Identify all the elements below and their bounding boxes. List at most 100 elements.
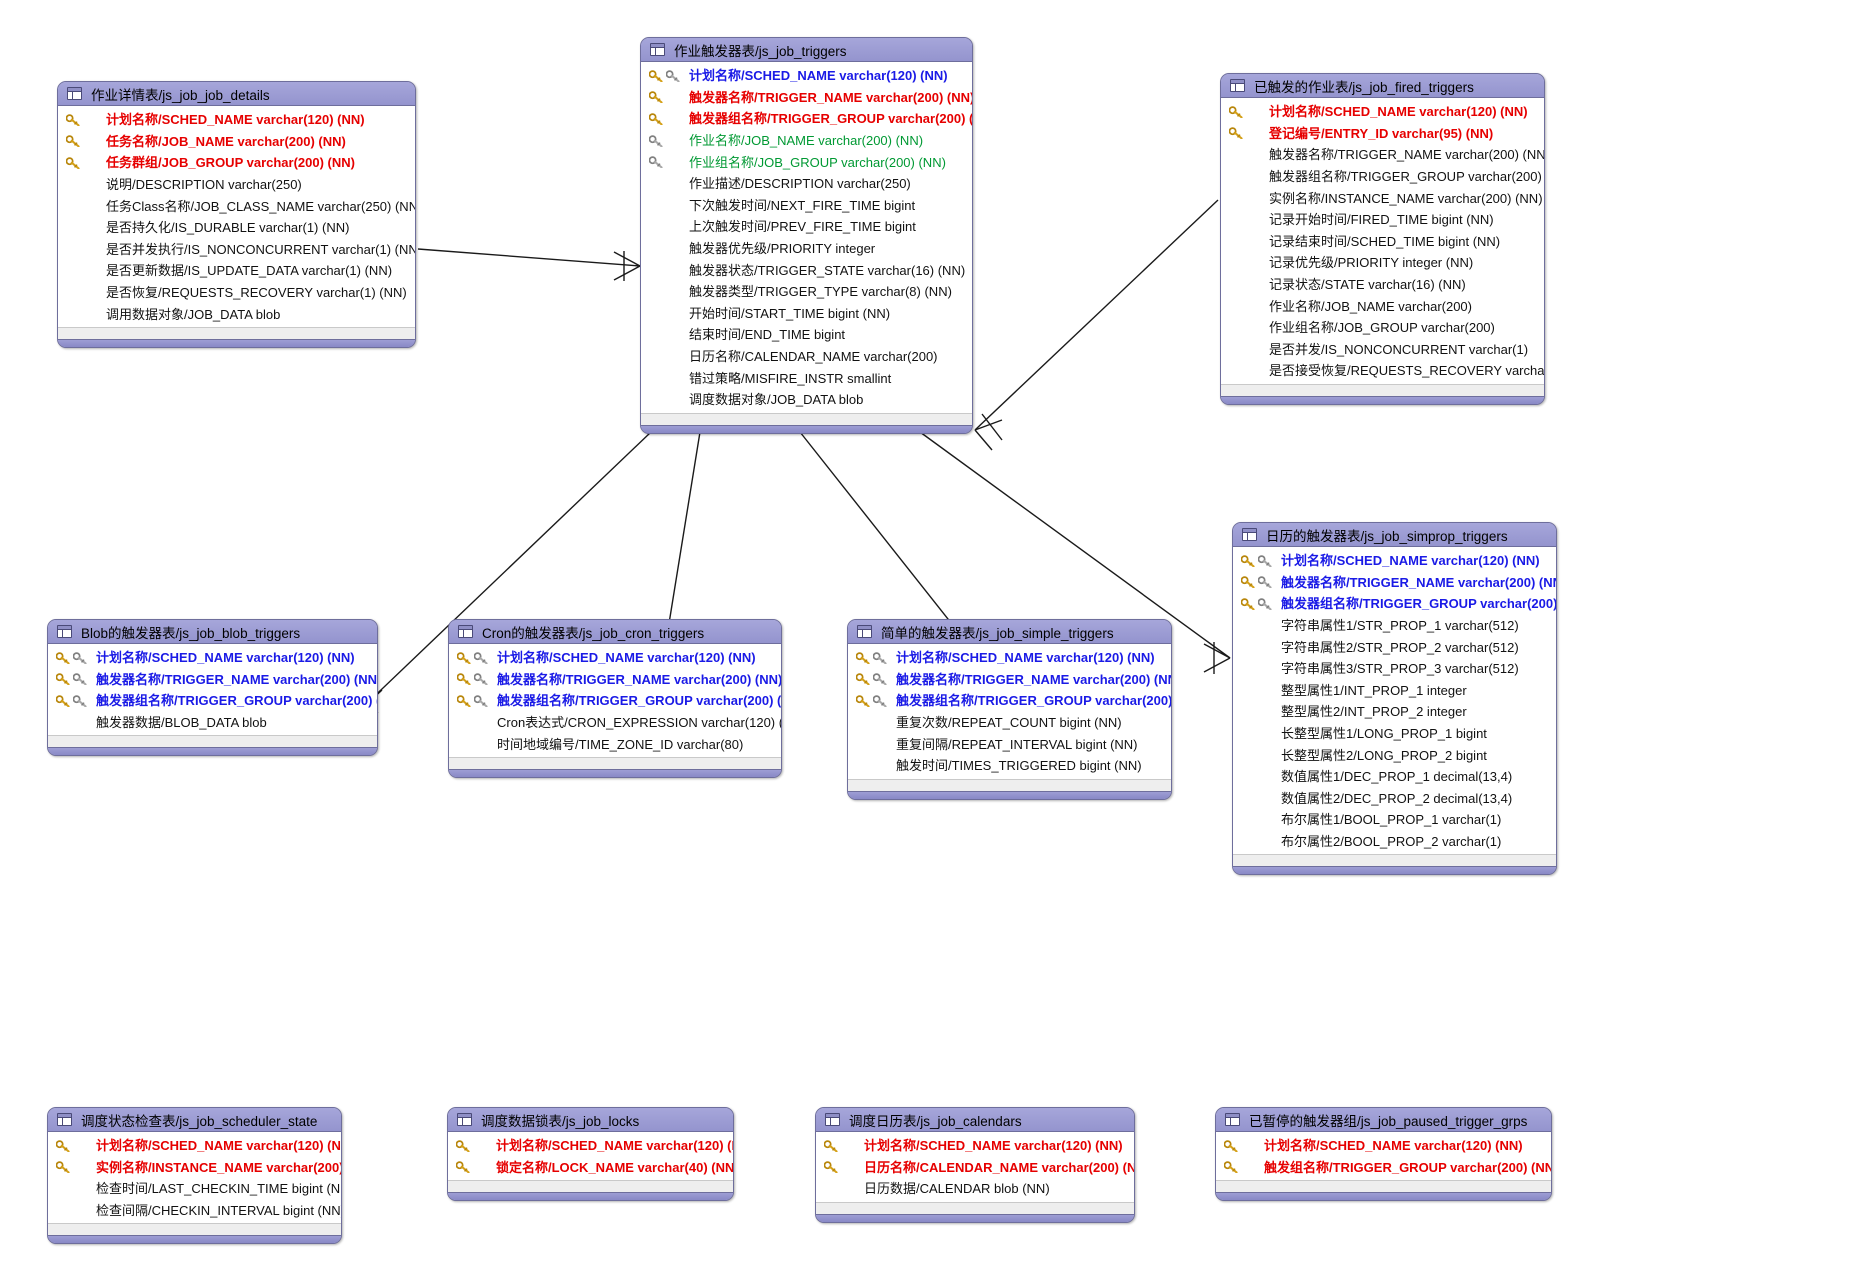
attribute-row[interactable]: 触发器组名称/TRIGGER_GROUP varchar(200) (NN) [1221, 166, 1544, 188]
attribute-row[interactable]: Cron表达式/CRON_EXPRESSION varchar(120) (NN… [449, 712, 781, 734]
attribute-row[interactable]: 记录优先级/PRIORITY integer (NN) [1221, 252, 1544, 274]
attribute-row[interactable]: 记录结束时间/SCHED_TIME bigint (NN) [1221, 231, 1544, 253]
attribute-row[interactable]: 检查间隔/CHECKIN_INTERVAL bigint (NN) [48, 1200, 341, 1222]
attribute-row[interactable]: 上次触发时间/PREV_FIRE_TIME bigint [641, 216, 972, 238]
entity-js_job_cron_triggers[interactable]: Cron的触发器表/js_job_cron_triggers 计划名称/SCHED… [448, 619, 782, 778]
attribute-row[interactable]: 计划名称/SCHED_NAME varchar(120) (NN) [1233, 550, 1556, 572]
attribute-row[interactable]: 下次触发时间/NEXT_FIRE_TIME bigint [641, 195, 972, 217]
attribute-row[interactable]: 字符串属性3/STR_PROP_3 varchar(512) [1233, 658, 1556, 680]
attribute-row[interactable]: 布尔属性2/BOOL_PROP_2 varchar(1) [1233, 831, 1556, 853]
attribute-row[interactable]: 是否恢复/REQUESTS_RECOVERY varchar(1) (NN) [58, 282, 415, 304]
entity-js_job_blob_triggers[interactable]: Blob的触发器表/js_job_blob_triggers 计划名称/SCHED… [47, 619, 378, 757]
entity-js_job_simple_triggers[interactable]: 简单的触发器表/js_job_simple_triggers 计划名称/SCHED… [847, 619, 1172, 800]
attribute-row[interactable]: 作业组名称/JOB_GROUP varchar(200) (NN) [641, 151, 972, 173]
entity-js_job_locks[interactable]: 调度数据锁表/js_job_locks 计划名称/SCHED_NAME varch… [447, 1107, 734, 1202]
attribute-row[interactable]: 长整型属性2/LONG_PROP_2 bigint [1233, 744, 1556, 766]
attribute-row[interactable]: 结束时间/END_TIME bigint [641, 324, 972, 346]
attribute-row[interactable]: 触发器状态/TRIGGER_STATE varchar(16) (NN) [641, 259, 972, 281]
attribute-row[interactable]: 时间地域编号/TIME_ZONE_ID varchar(80) [449, 733, 781, 755]
attribute-row[interactable]: 触发器数据/BLOB_DATA blob [48, 712, 377, 734]
attribute-row[interactable]: 触发器名称/TRIGGER_NAME varchar(200) (NN) [48, 669, 377, 691]
attribute-row[interactable]: 是否接受恢复/REQUESTS_RECOVERY varchar(1) [1221, 360, 1544, 382]
entity-header-js_job_simprop_triggers[interactable]: 日历的触发器表/js_job_simprop_triggers [1233, 523, 1556, 547]
entity-js_job_paused_trigger_grps[interactable]: 已暂停的触发器组/js_job_paused_trigger_grps 计划名称/… [1215, 1107, 1552, 1202]
attribute-row[interactable]: 作业组名称/JOB_GROUP varchar(200) [1221, 317, 1544, 339]
attribute-row[interactable]: 数值属性1/DEC_PROP_1 decimal(13,4) [1233, 766, 1556, 788]
attribute-row[interactable]: 任务群组/JOB_GROUP varchar(200) (NN) [58, 152, 415, 174]
attribute-row[interactable]: 计划名称/SCHED_NAME varchar(120) (NN) [48, 647, 377, 669]
attribute-row[interactable]: 作业描述/DESCRIPTION varchar(250) [641, 173, 972, 195]
attribute-row[interactable]: 触发器组名称/TRIGGER_GROUP varchar(200) (NN) [48, 690, 377, 712]
attribute-row[interactable]: 任务Class名称/JOB_CLASS_NAME varchar(250) (N… [58, 195, 415, 217]
attribute-row[interactable]: 计划名称/SCHED_NAME varchar(120) (NN) [816, 1135, 1134, 1157]
attribute-row[interactable]: 计划名称/SCHED_NAME varchar(120) (NN) [1216, 1135, 1551, 1157]
attribute-row[interactable]: 实例名称/INSTANCE_NAME varchar(200) (NN) [1221, 187, 1544, 209]
attribute-row[interactable]: 是否并发/IS_NONCONCURRENT varchar(1) [1221, 339, 1544, 361]
entity-header-js_job_fired_triggers[interactable]: 已触发的作业表/js_job_fired_triggers [1221, 74, 1544, 98]
attribute-row[interactable]: 字符串属性1/STR_PROP_1 varchar(512) [1233, 615, 1556, 637]
attribute-row[interactable]: 计划名称/SCHED_NAME varchar(120) (NN) [449, 647, 781, 669]
attribute-row[interactable]: 检查时间/LAST_CHECKIN_TIME bigint (NN) [48, 1178, 341, 1200]
attribute-row[interactable]: 触发器优先级/PRIORITY integer [641, 238, 972, 260]
attribute-row[interactable]: 说明/DESCRIPTION varchar(250) [58, 174, 415, 196]
attribute-row[interactable]: 整型属性1/INT_PROP_1 integer [1233, 680, 1556, 702]
attribute-row[interactable]: 计划名称/SCHED_NAME varchar(120) (NN) [1221, 101, 1544, 123]
attribute-row[interactable]: 触发器组名称/TRIGGER_GROUP varchar(200) (NN) [1233, 593, 1556, 615]
attribute-row[interactable]: 触发器名称/TRIGGER_NAME varchar(200) (NN) [641, 87, 972, 109]
entity-js_job_calendars[interactable]: 调度日历表/js_job_calendars 计划名称/SCHED_NAME va… [815, 1107, 1135, 1223]
entity-header-js_job_calendars[interactable]: 调度日历表/js_job_calendars [816, 1108, 1134, 1132]
entity-js_job_job_details[interactable]: 作业详情表/js_job_job_details 计划名称/SCHED_NAME … [57, 81, 416, 348]
entity-js_job_simprop_triggers[interactable]: 日历的触发器表/js_job_simprop_triggers 计划名称/SCHE… [1232, 522, 1557, 876]
entity-header-js_job_blob_triggers[interactable]: Blob的触发器表/js_job_blob_triggers [48, 620, 377, 644]
attribute-row[interactable]: 触发器类型/TRIGGER_TYPE varchar(8) (NN) [641, 281, 972, 303]
attribute-row[interactable]: 登记编号/ENTRY_ID varchar(95) (NN) [1221, 123, 1544, 145]
entity-js_job_triggers[interactable]: 作业触发器表/js_job_triggers 计划名称/SCHED_NAME va… [640, 37, 973, 434]
attribute-row[interactable]: 计划名称/SCHED_NAME varchar(120) (NN) [58, 109, 415, 131]
attribute-row[interactable]: 计划名称/SCHED_NAME varchar(120) (NN) [848, 647, 1171, 669]
entity-header-js_job_triggers[interactable]: 作业触发器表/js_job_triggers [641, 38, 972, 62]
attribute-row[interactable]: 布尔属性1/BOOL_PROP_1 varchar(1) [1233, 809, 1556, 831]
attribute-row[interactable]: 作业名称/JOB_NAME varchar(200) (NN) [641, 130, 972, 152]
attribute-row[interactable]: 触发器名称/TRIGGER_NAME varchar(200) (NN) [848, 669, 1171, 691]
entity-header-js_job_job_details[interactable]: 作业详情表/js_job_job_details [58, 82, 415, 106]
attribute-row[interactable]: 触发器组名称/TRIGGER_GROUP varchar(200) (NN) [641, 108, 972, 130]
entity-header-js_job_simple_triggers[interactable]: 简单的触发器表/js_job_simple_triggers [848, 620, 1171, 644]
attribute-row[interactable]: 数值属性2/DEC_PROP_2 decimal(13,4) [1233, 788, 1556, 810]
attribute-row[interactable]: 长整型属性1/LONG_PROP_1 bigint [1233, 723, 1556, 745]
entity-header-js_job_locks[interactable]: 调度数据锁表/js_job_locks [448, 1108, 733, 1132]
attribute-row[interactable]: 触发器组名称/TRIGGER_GROUP varchar(200) (NN) [449, 690, 781, 712]
attribute-row[interactable]: 触发器组名称/TRIGGER_GROUP varchar(200) (NN) [848, 690, 1171, 712]
attribute-row[interactable]: 是否并发执行/IS_NONCONCURRENT varchar(1) (NN) [58, 239, 415, 261]
attribute-row[interactable]: 是否更新数据/IS_UPDATE_DATA varchar(1) (NN) [58, 260, 415, 282]
attribute-row[interactable]: 调用数据对象/JOB_DATA blob [58, 303, 415, 325]
attribute-row[interactable]: 错过策略/MISFIRE_INSTR smallint [641, 367, 972, 389]
attribute-row[interactable]: 日历名称/CALENDAR_NAME varchar(200) [641, 346, 972, 368]
attribute-row[interactable]: 是否持久化/IS_DURABLE varchar(1) (NN) [58, 217, 415, 239]
attribute-row[interactable]: 锁定名称/LOCK_NAME varchar(40) (NN) [448, 1157, 733, 1179]
attribute-row[interactable]: 计划名称/SCHED_NAME varchar(120) (NN) [641, 65, 972, 87]
attribute-row[interactable]: 重复间隔/REPEAT_INTERVAL bigint (NN) [848, 733, 1171, 755]
attribute-row[interactable]: 整型属性2/INT_PROP_2 integer [1233, 701, 1556, 723]
attribute-row[interactable]: 触发时间/TIMES_TRIGGERED bigint (NN) [848, 755, 1171, 777]
attribute-row[interactable]: 任务名称/JOB_NAME varchar(200) (NN) [58, 131, 415, 153]
attribute-row[interactable]: 调度数据对象/JOB_DATA blob [641, 389, 972, 411]
attribute-row[interactable]: 触发器名称/TRIGGER_NAME varchar(200) (NN) [449, 669, 781, 691]
attribute-row[interactable]: 计划名称/SCHED_NAME varchar(120) (NN) [48, 1135, 341, 1157]
attribute-row[interactable]: 字符串属性2/STR_PROP_2 varchar(512) [1233, 636, 1556, 658]
attribute-row[interactable]: 日历数据/CALENDAR blob (NN) [816, 1178, 1134, 1200]
attribute-row[interactable]: 记录开始时间/FIRED_TIME bigint (NN) [1221, 209, 1544, 231]
attribute-row[interactable]: 记录状态/STATE varchar(16) (NN) [1221, 274, 1544, 296]
attribute-row[interactable]: 日历名称/CALENDAR_NAME varchar(200) (NN) [816, 1157, 1134, 1179]
entity-header-js_job_paused_trigger_grps[interactable]: 已暂停的触发器组/js_job_paused_trigger_grps [1216, 1108, 1551, 1132]
attribute-row[interactable]: 作业名称/JOB_NAME varchar(200) [1221, 295, 1544, 317]
entity-header-js_job_scheduler_state[interactable]: 调度状态检查表/js_job_scheduler_state [48, 1108, 341, 1132]
attribute-row[interactable]: 开始时间/START_TIME bigint (NN) [641, 303, 972, 325]
entity-header-js_job_cron_triggers[interactable]: Cron的触发器表/js_job_cron_triggers [449, 620, 781, 644]
entity-js_job_fired_triggers[interactable]: 已触发的作业表/js_job_fired_triggers 计划名称/SCHED_… [1220, 73, 1545, 405]
attribute-row[interactable]: 触发器名称/TRIGGER_NAME varchar(200) (NN) [1233, 572, 1556, 594]
attribute-row[interactable]: 重复次数/REPEAT_COUNT bigint (NN) [848, 712, 1171, 734]
attribute-row[interactable]: 计划名称/SCHED_NAME varchar(120) (NN) [448, 1135, 733, 1157]
attribute-row[interactable]: 触发器名称/TRIGGER_NAME varchar(200) (NN) [1221, 144, 1544, 166]
entity-js_job_scheduler_state[interactable]: 调度状态检查表/js_job_scheduler_state 计划名称/SCHED… [47, 1107, 342, 1245]
attribute-row[interactable]: 触发组名称/TRIGGER_GROUP varchar(200) (NN) [1216, 1157, 1551, 1179]
